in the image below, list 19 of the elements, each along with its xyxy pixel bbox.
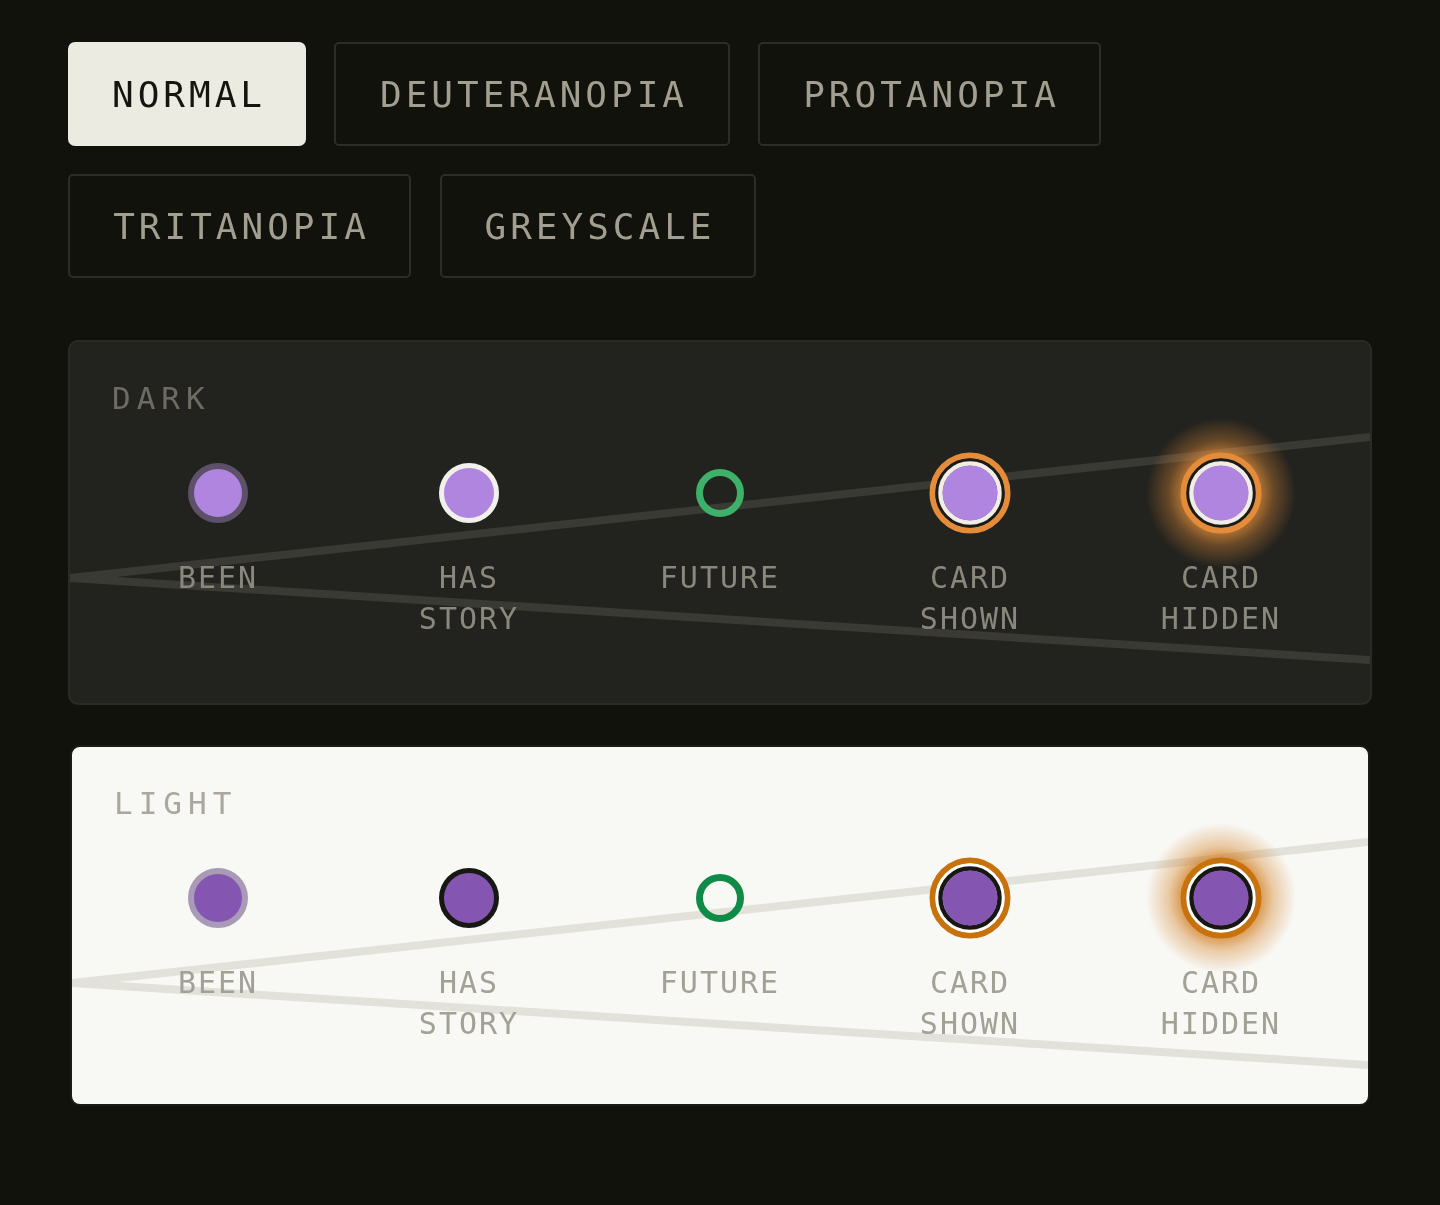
- marker-label: FUTURE: [659, 964, 781, 1002]
- marker-label: FUTURE: [659, 559, 781, 597]
- marker-label: BEEN: [177, 559, 259, 597]
- panel-title: LIGHT: [114, 785, 238, 821]
- map-panel: [70, 745, 1370, 1106]
- tab-button: TRITANOPIA: [68, 174, 411, 278]
- marker-label: HAS STORY: [417, 559, 521, 638]
- marker-label: CARD HIDDEN: [1159, 559, 1283, 638]
- tab-button: PROTANOPIA: [758, 42, 1101, 146]
- marker-label: CARD HIDDEN: [1159, 964, 1283, 1043]
- tab-button: DEUTERANOPIA: [334, 42, 730, 146]
- marker-label: HAS STORY: [417, 964, 521, 1043]
- marker-label: BEEN: [177, 964, 259, 1002]
- map-panel: [68, 340, 1372, 705]
- tab-button: GREYSCALE: [440, 174, 756, 278]
- tab-button: NORMAL: [68, 42, 306, 146]
- marker-label: CARD SHOWN: [918, 559, 1022, 638]
- marker-label: CARD SHOWN: [918, 964, 1022, 1043]
- panel-title: DARK: [112, 380, 211, 416]
